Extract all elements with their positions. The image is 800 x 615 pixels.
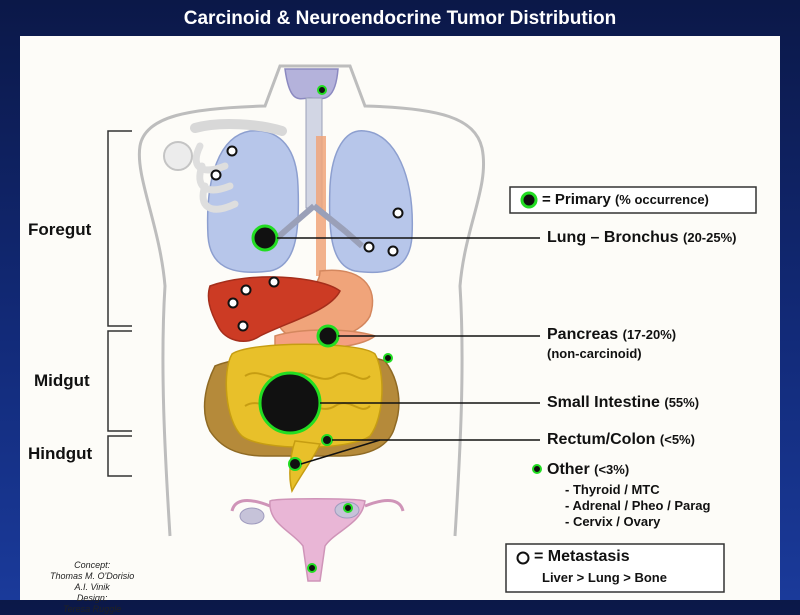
esophagus [316, 136, 326, 276]
design-name: Teresa Ruggle [63, 604, 122, 614]
leader-lines [277, 237, 540, 465]
clavicle [190, 119, 287, 136]
rectum-site-name: Rectum/Colon [547, 431, 656, 448]
primary-marker-lung [251, 224, 279, 252]
metastasis-marker [240, 284, 252, 296]
primary-legend-text: = Primary (% occurrence) [542, 191, 709, 208]
fallopian-tubes [230, 499, 405, 512]
other-item: - Cervix / Ovary [565, 514, 661, 529]
concept-name: A.I. Vinik [74, 582, 110, 592]
primary-marker-rectum [321, 434, 333, 446]
other-item: - Adrenal / Pheo / Parag [565, 498, 711, 513]
metastasis-marker [237, 320, 249, 332]
hindgut-bracket [107, 435, 132, 477]
other-site-label: Other (<3%) [547, 461, 629, 479]
metastasis-marker [268, 276, 280, 288]
midgut-bracket [107, 330, 132, 432]
body-illustration [107, 64, 757, 593]
primary-marker-small-intestine [258, 371, 322, 435]
other-marker-thyroid [317, 85, 327, 95]
primary-legend-box [509, 186, 757, 214]
metastasis-legend-label: = Metastasis [534, 548, 630, 565]
diagram-canvas: Foregut Midgut Hindgut = Primary (% occu… [20, 36, 780, 614]
body-outline [137, 64, 486, 537]
pancreas-site-note: (non-carcinoid) [547, 346, 642, 361]
foregut-bracket [107, 130, 132, 327]
bronchi [266, 203, 364, 249]
primary-marker-rectum-2 [288, 457, 302, 471]
primary-marker-pancreas [316, 324, 340, 348]
hindgut-label: Hindgut [28, 444, 93, 463]
pancreas-site-pct: (17-20%) [622, 327, 677, 342]
primary-legend-swatch [520, 191, 538, 209]
shoulder-joint [163, 141, 193, 171]
design-label: Design: [76, 593, 108, 603]
metastasis-marker [227, 297, 239, 309]
midgut-label: Midgut [34, 371, 90, 390]
metastasis-legend-box [505, 543, 725, 593]
left-lung [206, 130, 300, 273]
other-marker-ovary [343, 503, 353, 513]
concept-name: Thomas M. O'Dorisio [50, 571, 135, 581]
credits: Concept: Thomas M. O'Dorisio A.I. Vinik … [50, 560, 134, 615]
metastasis-marker [210, 169, 222, 181]
small-intestine-site-name: Small Intestine [547, 394, 660, 411]
ribs [192, 142, 239, 213]
metastasis-marker [387, 245, 399, 257]
lung-site-pct: (20-25%) [683, 230, 737, 245]
metastasis-marker [363, 241, 375, 253]
metastasis-legend-detail: Liver > Lung > Bone [542, 570, 667, 585]
left-ovary [239, 507, 265, 525]
pancreas-site-label: Pancreas (17-20%) [547, 326, 676, 344]
other-marker-adrenal [383, 353, 393, 363]
other-item: - Thyroid / MTC [565, 482, 660, 497]
small-intestine-site-label: Small Intestine (55%) [547, 394, 699, 412]
thyroid [284, 68, 339, 100]
other-legend-swatch [532, 464, 542, 474]
other-site-name: Other [547, 461, 590, 478]
metastasis-markers [210, 145, 404, 332]
other-site-pct: (<3%) [594, 462, 630, 477]
small-intestine-site-pct: (55%) [664, 395, 700, 410]
metastasis-marker [392, 207, 404, 219]
rectum-site-pct: (<5%) [659, 432, 695, 447]
rectum-site-label: Rectum/Colon (<5%) [547, 431, 695, 449]
foregut-label: Foregut [28, 220, 92, 239]
slide-title: Carcinoid & Neuroendocrine Tumor Distrib… [183, 8, 617, 29]
metastasis-marker [226, 145, 238, 157]
concept-label: Concept: [74, 560, 111, 570]
pancreas-site-name: Pancreas [547, 326, 619, 343]
rectum [289, 440, 322, 494]
uterus [269, 498, 366, 582]
lung-site-name: Lung – Bronchus [547, 229, 679, 246]
leader-rectum-2 [300, 439, 381, 465]
other-marker-cervix [307, 563, 317, 573]
primary-legend-suffix: (% occurrence) [614, 192, 709, 207]
metastasis-legend-swatch [516, 551, 530, 565]
primary-legend-label: = Primary [542, 191, 611, 208]
lung-site-label: Lung – Bronchus (20-25%) [547, 229, 736, 247]
